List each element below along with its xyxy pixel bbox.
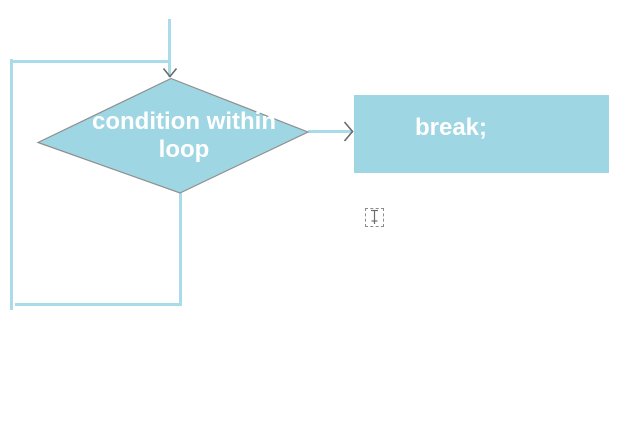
arrowhead-down-icon bbox=[162, 67, 178, 78]
connector-decision-to-process[interactable] bbox=[308, 130, 353, 133]
decision-label: condition within loop bbox=[38, 78, 308, 193]
connector-entry-vertical[interactable] bbox=[168, 19, 171, 77]
connector-loopback-bottom[interactable] bbox=[15, 303, 182, 306]
decision-label-text: condition within loop bbox=[92, 107, 276, 163]
process-box[interactable]: break; bbox=[354, 95, 609, 173]
process-label: break; bbox=[414, 114, 488, 141]
arrowhead-right-icon bbox=[343, 121, 354, 142]
decision-diamond-shape[interactable] bbox=[36, 77, 310, 194]
connector-loopback-top[interactable] bbox=[12, 60, 169, 63]
connector-loopback-left[interactable] bbox=[10, 59, 13, 310]
text-cursor-icon[interactable] bbox=[365, 208, 384, 227]
connector-decision-bottom[interactable] bbox=[179, 193, 182, 306]
i-beam-glyph bbox=[371, 209, 378, 224]
